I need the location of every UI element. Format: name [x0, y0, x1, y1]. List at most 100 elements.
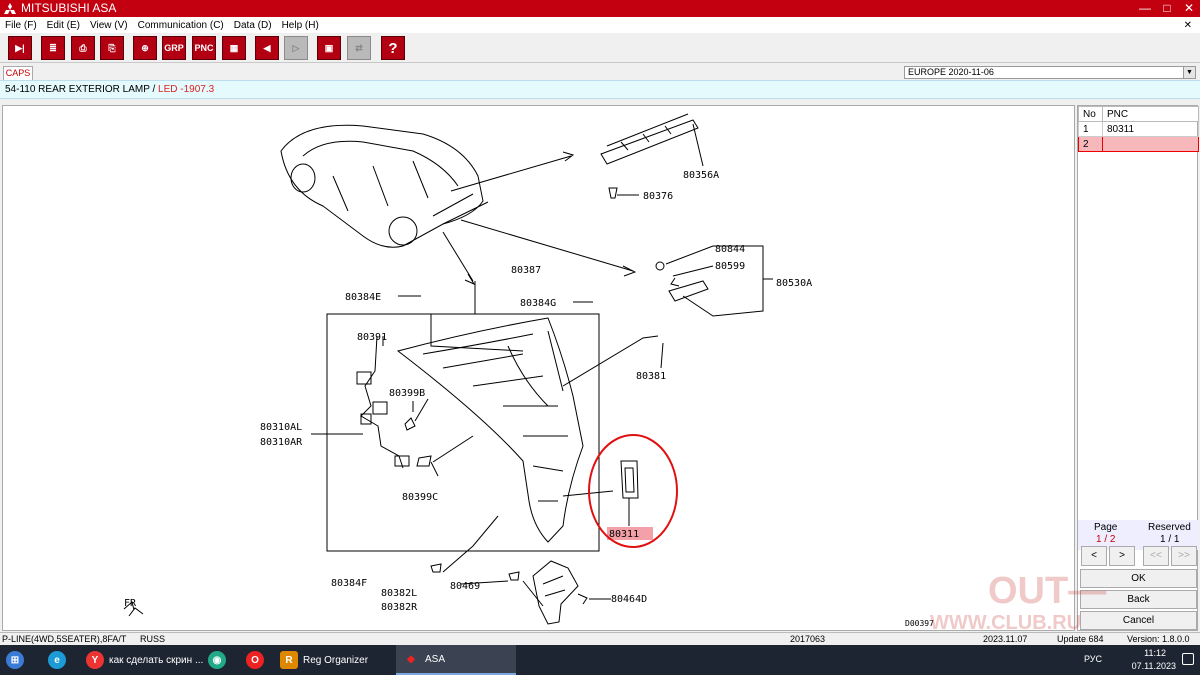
annotation-circle [588, 434, 678, 548]
part-label-80387[interactable]: 80387 [511, 265, 541, 276]
part-label-80844[interactable]: 80844 [715, 244, 745, 255]
menu-data[interactable]: Data (D) [233, 19, 272, 31]
part-label-80391[interactable]: 80391 [357, 332, 387, 343]
part-label-80469[interactable]: 80469 [450, 581, 480, 592]
mdi-close-icon[interactable]: ✕ [1183, 19, 1192, 31]
grid-icon[interactable]: ▦ [222, 36, 246, 60]
opera-icon: O [246, 651, 264, 669]
part-label-80381[interactable]: 80381 [636, 371, 666, 382]
taskbar-asa[interactable]: ◆ ASA [396, 645, 516, 675]
taskbar-label: Reg Organizer [303, 654, 369, 666]
clock-time[interactable]: 11:12 [1144, 648, 1166, 658]
chevron-down-icon[interactable]: ▼ [1183, 67, 1195, 78]
row-pnc[interactable]: 80311 [1102, 121, 1199, 137]
region-select[interactable]: EUROPE 2020-11-06 ▼ [904, 66, 1196, 79]
taskbar-opera[interactable]: O [246, 645, 269, 675]
help-icon[interactable]: ? [381, 36, 405, 60]
start-button[interactable]: ⊞ [6, 645, 29, 675]
front-direction-label: FR [124, 598, 137, 609]
list-icon[interactable]: ≣ [41, 36, 65, 60]
back-button[interactable]: Back [1080, 590, 1197, 609]
diagram-code: D00397 [905, 619, 934, 628]
parts-diagram[interactable]: 80356A 80376 80844 80599 80530A 80387 80… [2, 105, 1075, 631]
part-label-80530A[interactable]: 80530A [776, 278, 812, 289]
part-label-80384G[interactable]: 80384G [520, 298, 556, 309]
diagram-drawing [123, 113, 773, 625]
yandex-icon: Y [86, 651, 104, 669]
edge-icon: e [48, 651, 66, 669]
col-pnc[interactable]: PNC [1102, 106, 1199, 122]
taskbar-reg-organizer[interactable]: R Reg Organizer [280, 645, 368, 675]
first-reserved-button[interactable]: << [1143, 546, 1169, 566]
back-icon[interactable]: ◀ [255, 36, 279, 60]
part-label-80599[interactable]: 80599 [715, 261, 745, 272]
maximize-button[interactable]: □ [1163, 1, 1171, 15]
page-value: 1 / 2 [1096, 534, 1116, 545]
zoom-icon[interactable]: ⊕ [133, 36, 157, 60]
menu-help[interactable]: Help (H) [281, 19, 319, 31]
reg-organizer-icon: R [280, 651, 298, 669]
taskbar-chrome[interactable]: ◉ [208, 645, 231, 675]
part-label-80310AR[interactable]: 80310AR [260, 437, 303, 448]
notification-icon[interactable] [1182, 653, 1194, 665]
row-no[interactable]: 1 [1078, 121, 1103, 137]
close-button[interactable]: ✕ [1183, 1, 1195, 15]
print-setup-icon[interactable]: ⎘ [100, 36, 124, 60]
toolbar: ▶| ≣ ⎙ ⎘ ⊕ GRP PNC ▦ ◀ ▷ ▣ ⇄ ? [0, 33, 1200, 63]
title-bar: MITSUBISHI ASA — □ ✕ [0, 0, 1200, 17]
forward-icon[interactable]: ▷ [284, 36, 308, 60]
windows-start-icon: ⊞ [6, 651, 24, 669]
parts-table: No PNC 1 80311 2 [1078, 106, 1199, 152]
menu-edit[interactable]: Edit (E) [46, 19, 81, 31]
exit-icon[interactable]: ▶| [8, 36, 32, 60]
pnc-button[interactable]: PNC [192, 36, 216, 60]
menu-file[interactable]: File (F) [5, 19, 37, 31]
save-icon[interactable]: ▣ [317, 36, 341, 60]
breadcrumb: 54-110 REAR EXTERIOR LAMP / LED -1907.3 [0, 80, 1200, 99]
cancel-button[interactable]: Cancel [1080, 611, 1197, 630]
status-version: Version: 1.8.0.0 [1127, 634, 1190, 644]
last-reserved-button[interactable]: >> [1171, 546, 1197, 566]
part-label-80399B[interactable]: 80399B [389, 388, 425, 399]
row-pnc[interactable] [1102, 136, 1199, 152]
page-info: Page 1 / 2 Reserved 1 / 1 [1078, 520, 1199, 550]
highlight-80311 [607, 527, 653, 540]
part-label-80311[interactable]: 80311 [609, 529, 639, 540]
part-label-80399C[interactable]: 80399C [402, 492, 438, 503]
keyboard-language[interactable]: РУС [1083, 654, 1102, 664]
taskbar-edge[interactable]: e [48, 645, 71, 675]
window-title: MITSUBISHI ASA [21, 1, 117, 15]
part-label-80384F[interactable]: 80384F [331, 578, 367, 589]
taskbar-yandex[interactable]: Y как сделать скрин ... [86, 645, 203, 675]
menu-communication[interactable]: Communication (C) [137, 19, 224, 31]
part-label-80384E[interactable]: 80384E [345, 292, 381, 303]
asa-icon: ◆ [407, 653, 415, 665]
menu-view[interactable]: View (V) [90, 19, 128, 31]
status-lang: RUSS [140, 634, 166, 644]
parts-panel: No PNC 1 80311 2 Page 1 / 2 Reserved 1 /… [1077, 105, 1199, 631]
tab-caps[interactable]: CAPS [3, 66, 33, 80]
page-label: Page [1094, 522, 1118, 533]
part-label-80464D[interactable]: 80464D [611, 594, 647, 605]
part-label-80310AL[interactable]: 80310AL [260, 422, 302, 433]
diagram-canvas: 80356A 80376 80844 80599 80530A 80387 80… [123, 113, 934, 628]
minimize-button[interactable]: — [1139, 1, 1151, 15]
table-row[interactable]: 1 80311 [1078, 121, 1199, 137]
print-icon[interactable]: ⎙ [71, 36, 95, 60]
export-icon[interactable]: ⇄ [347, 36, 371, 60]
table-header: No PNC [1078, 106, 1199, 122]
part-label-80382L[interactable]: 80382L [381, 588, 417, 599]
status-model: P-LINE(4WD,5SEATER),8FA/T [2, 634, 127, 644]
row-no[interactable]: 2 [1078, 136, 1103, 152]
part-label-80376[interactable]: 80376 [643, 191, 673, 202]
grp-button[interactable]: GRP [162, 36, 186, 60]
prev-page-button[interactable]: < [1081, 546, 1107, 566]
part-label-80382R[interactable]: 80382R [381, 602, 418, 613]
taskbar-label: как сделать скрин ... [109, 654, 204, 666]
ok-button[interactable]: OK [1080, 569, 1197, 588]
clock-date[interactable]: 07.11.2023 [1131, 661, 1176, 671]
part-label-80356A[interactable]: 80356A [683, 170, 719, 181]
col-no[interactable]: No [1078, 106, 1103, 122]
next-page-button[interactable]: > [1109, 546, 1135, 566]
table-row-selected[interactable]: 2 [1078, 136, 1199, 152]
